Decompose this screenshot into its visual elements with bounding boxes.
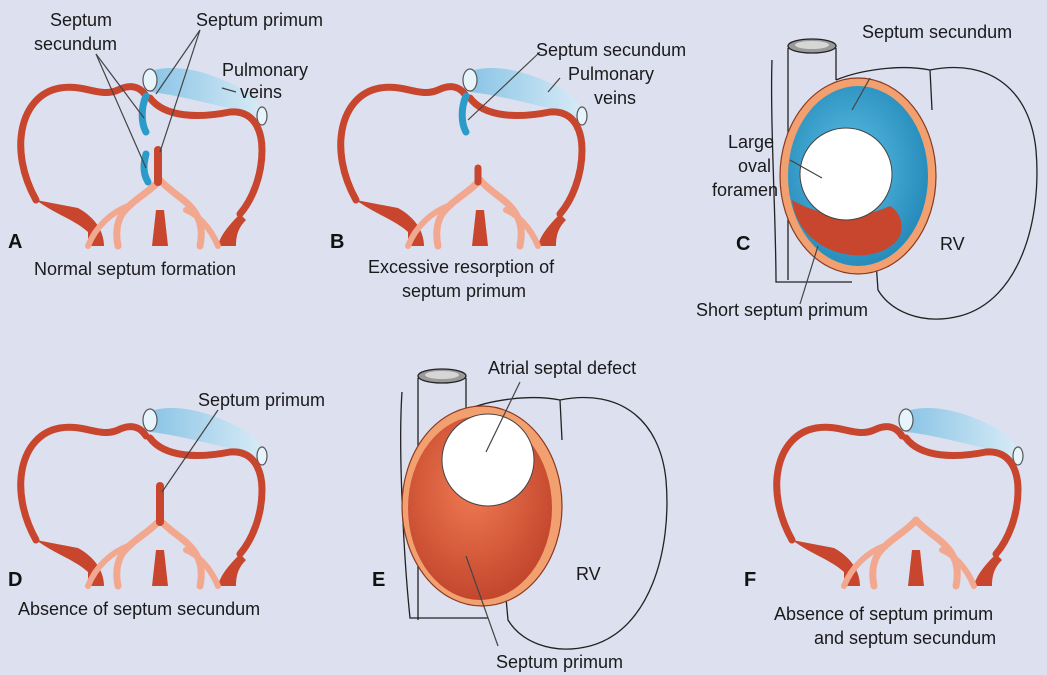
- caption-f1: Absence of septum primum: [774, 604, 993, 624]
- caption-a: Normal septum formation: [34, 259, 236, 279]
- caption-b1: Excessive resorption of: [368, 257, 555, 277]
- caption-d: Absence of septum secundum: [18, 599, 260, 619]
- panel-letter-c: C: [736, 233, 750, 255]
- panel-f: F Absence of septum primum and septum se…: [744, 408, 1023, 648]
- panel-e: Atrial septal defect RV Septum primum E: [372, 358, 667, 672]
- caption-f2: and septum secundum: [814, 628, 996, 648]
- label-septum-secundum-c: Septum secundum: [862, 22, 1012, 42]
- label-septum-primum-e: Septum primum: [496, 652, 623, 672]
- label-rv-e: RV: [576, 564, 601, 584]
- caption-b2: septum primum: [402, 281, 526, 301]
- label-foramen-c1: Large: [728, 132, 774, 152]
- atrial-septal-defect-e: [442, 414, 534, 506]
- panel-d: Septum primum D Absence of septum secund…: [8, 390, 325, 619]
- label-septum-secundum-b: Septum secundum: [536, 40, 686, 60]
- label-pulmonary-b2: veins: [594, 88, 636, 108]
- panel-b: Septum secundum Pulmonary veins B Excess…: [330, 40, 686, 301]
- label-septum-primum-a: Septum primum: [196, 10, 323, 30]
- label-septum-secundum-a2: secundum: [34, 34, 117, 54]
- panel-a: Septum secundum Septum primum Pulmonary …: [8, 10, 323, 279]
- label-pulmonary-b1: Pulmonary: [568, 64, 654, 84]
- panel-letter-e: E: [372, 569, 385, 591]
- septum-secundum-upper-a: [142, 96, 146, 132]
- label-septum-primum-d: Septum primum: [198, 390, 325, 410]
- label-pulmonary-a1: Pulmonary: [222, 60, 308, 80]
- panel-letter-b: B: [330, 231, 344, 253]
- panel-c: Septum secundum Large oval foramen RV Sh…: [696, 22, 1037, 320]
- septum-secundum-b: [462, 96, 466, 132]
- label-pulmonary-a2: veins: [240, 82, 282, 102]
- panel-letter-d: D: [8, 569, 22, 591]
- label-rv-c: RV: [940, 234, 965, 254]
- label-foramen-c2: oval: [738, 156, 771, 176]
- panel-letter-a: A: [8, 231, 22, 253]
- label-septum-secundum-a1: Septum: [50, 10, 112, 30]
- label-asd-e: Atrial septal defect: [488, 358, 636, 378]
- label-short-primum-c: Short septum primum: [696, 300, 868, 320]
- label-foramen-c3: foramen: [712, 180, 778, 200]
- panel-letter-f: F: [744, 569, 756, 591]
